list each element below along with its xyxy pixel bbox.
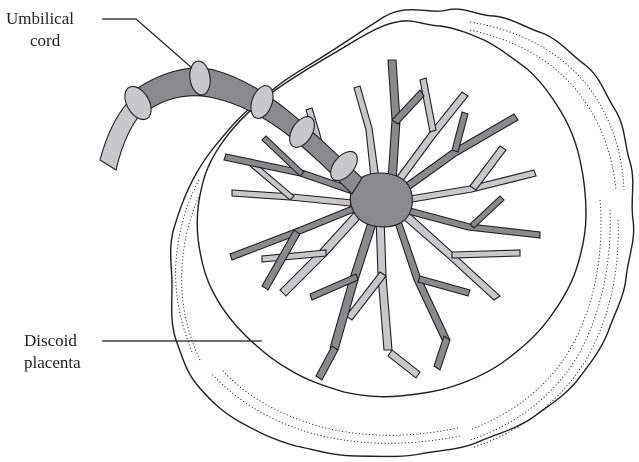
label-umbilical-cord: Umbilical cord xyxy=(6,9,192,68)
label-discoid-placenta-line2: placenta xyxy=(24,353,81,372)
vein-twig-4 xyxy=(452,250,520,258)
leader-umbilical-cord xyxy=(102,19,192,68)
label-umbilical-cord-line1: Umbilical xyxy=(6,9,74,28)
label-discoid-placenta-line1: Discoid xyxy=(24,331,77,350)
label-umbilical-cord-line2: cord xyxy=(30,31,61,50)
